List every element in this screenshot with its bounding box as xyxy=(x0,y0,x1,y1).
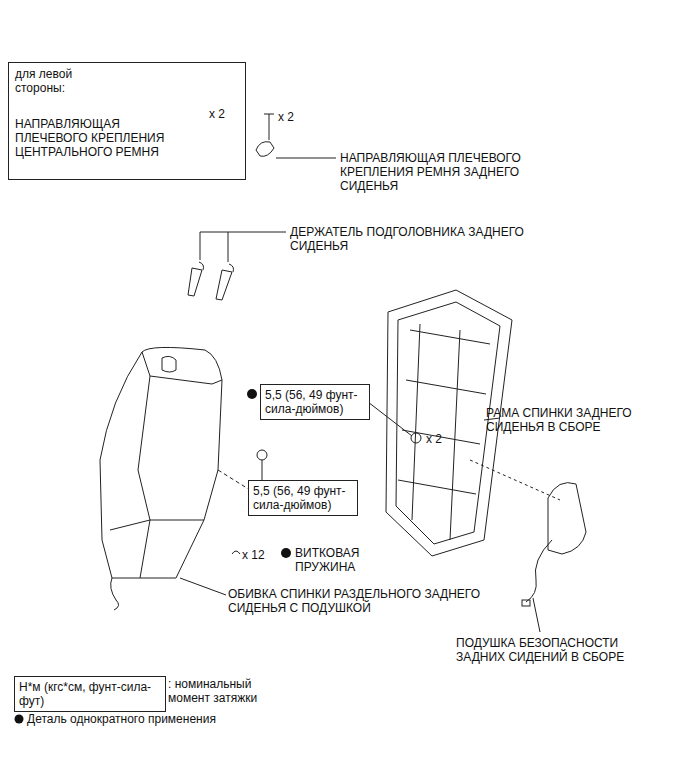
belt-guide xyxy=(256,114,336,158)
leader-line xyxy=(180,578,226,595)
node-text: Н*м (кгс*см, фунт-сила-фут) xyxy=(15,677,165,711)
quantity-label: x 2 xyxy=(278,110,318,124)
node-text: 5,5 (56, 49 фунт-сила-дюймов) xyxy=(261,385,369,419)
leader-line xyxy=(533,598,540,632)
node-text: x 2 xyxy=(209,107,243,121)
part-name: ПОДУШКА БЕЗОПАСНОСТИ ЗАДНИХ СИДЕНИЙ В СБ… xyxy=(456,636,656,664)
node-text: НАПРАВЛЯЮЩАЯ ПЛЕЧЕВОГО КРЕПЛЕНИЯ ЦЕНТРАЛ… xyxy=(15,117,195,159)
part-name: НАПРАВЛЯЮЩАЯ ПЛЕЧЕВОГО КРЕПЛЕНИЯ РЕМНЯ З… xyxy=(340,151,575,193)
side-airbag xyxy=(522,483,586,606)
legend-text: : номинальный момент затяжки xyxy=(168,677,286,705)
quantity-label: x 2 xyxy=(426,432,466,446)
one-time-dot xyxy=(15,715,24,724)
headrest-holder xyxy=(188,232,286,300)
legend-sample-box: Н*м (кгс*см, фунт-сила-фут) xyxy=(14,676,166,712)
seatback-cover xyxy=(100,347,267,610)
node-text: 5,5 (56, 49 фунт-сила-дюймов) xyxy=(249,481,357,515)
legend-text: Деталь однократного применения xyxy=(27,712,287,726)
one-time-dot xyxy=(247,389,257,399)
one-time-dot xyxy=(281,548,291,558)
part-name: РАМА СПИНКИ ЗАДНЕГО СИДЕНЬЯ В СБОРЕ xyxy=(486,406,686,434)
node-text: для левой стороны: xyxy=(15,67,125,95)
torque-box: 5,5 (56, 49 фунт-сила-дюймов) xyxy=(248,480,358,516)
torque-box: 5,5 (56, 49 фунт-сила-дюймов) xyxy=(260,384,370,420)
inset-box: для левой стороны: x 2 НАПРАВЛЯЮЩАЯ ПЛЕЧЕВ… xyxy=(8,62,246,180)
part-name: ВИТКОВАЯ ПРУЖИНА xyxy=(295,546,385,574)
spring-clip xyxy=(232,551,240,554)
part-name: ДЕРЖАТЕЛЬ ПОДГОЛОВНИКА ЗАДНЕГО СИДЕНЬЯ xyxy=(290,225,540,253)
quantity-label: x 12 xyxy=(242,548,282,562)
part-name: ОБИВКА СПИНКИ РАЗДЕЛЬНОГО ЗАДНЕГО СИДЕНЬ… xyxy=(228,587,498,615)
